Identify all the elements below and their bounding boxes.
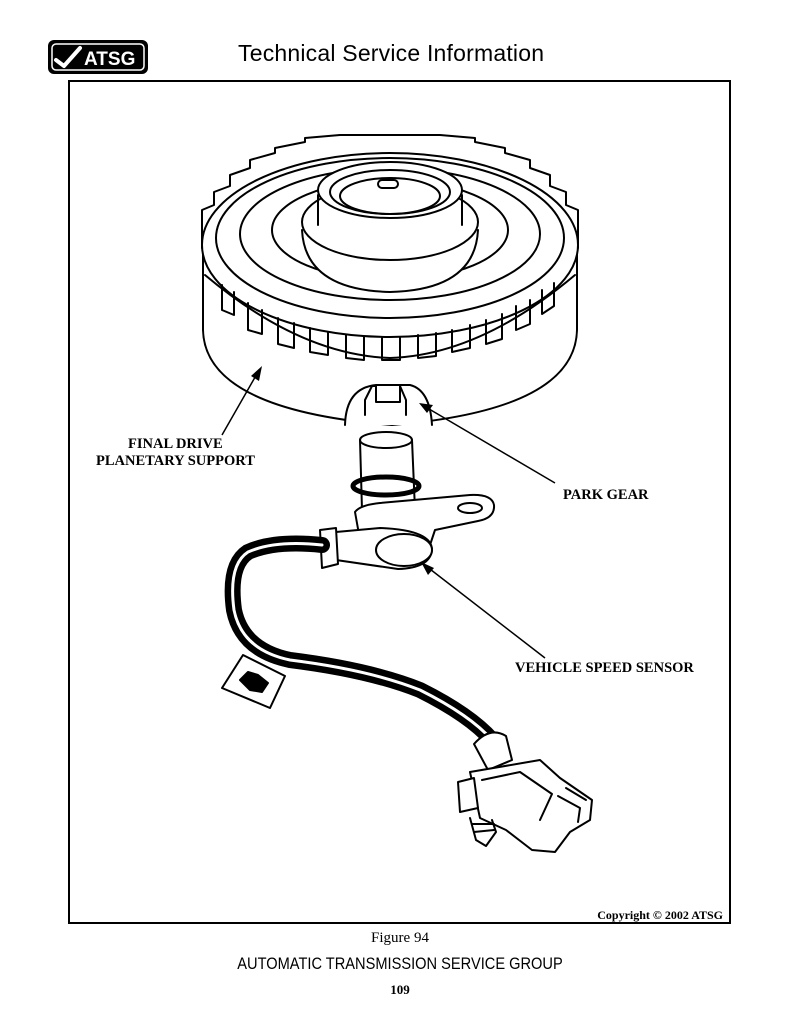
label-final-drive-line2: PLANETARY SUPPORT (96, 453, 255, 469)
connector-boot (473, 731, 513, 771)
copyright-notice: Copyright © 2002 ATSG (597, 908, 723, 922)
figure-frame (68, 80, 731, 924)
figure-caption: Figure 94 (371, 930, 429, 946)
wiring-harness (224, 535, 500, 748)
atsg-logo: ATSG (48, 40, 148, 74)
park-gear-notch (344, 384, 433, 426)
gear-teeth (221, 282, 555, 361)
logo-text: ATSG (84, 49, 135, 70)
footer-organization: AUTOMATIC TRANSMISSION SERVICE GROUP (237, 954, 563, 973)
label-final-drive-line1: FINAL DRIVE (128, 436, 223, 452)
label-vehicle-speed-sensor: VEHICLE SPEED SENSOR (515, 660, 694, 676)
page-number: 109 (390, 982, 410, 997)
page-title: Technical Service Information (238, 40, 545, 66)
electrical-connector (469, 759, 593, 853)
label-park-gear: PARK GEAR (563, 487, 649, 503)
